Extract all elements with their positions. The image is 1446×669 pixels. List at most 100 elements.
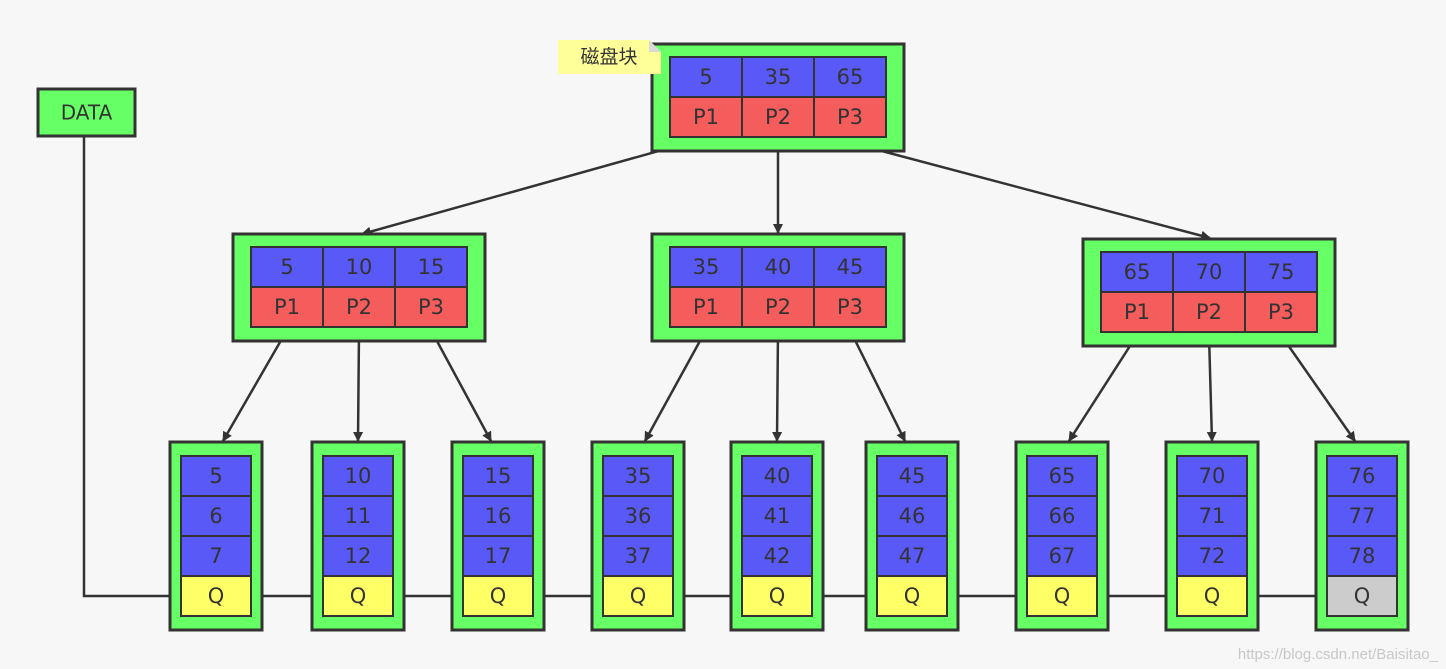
leaf-node-4-key-cell	[602, 535, 674, 577]
leaf-node-7-pointer: Q	[1054, 584, 1071, 608]
edge-internal-3-p3	[1279, 334, 1357, 442]
internal-node-2-pointer: P2	[765, 295, 791, 319]
leaf-node-7-pointer-cell	[1026, 575, 1098, 617]
leaf-node-2-key: 10	[345, 464, 372, 488]
leaf-node-8-pointer-cell	[1176, 575, 1248, 617]
data-box-frame	[36, 87, 137, 138]
leaf-node-1-pointer: Q	[208, 584, 225, 608]
leaf-node-1-key: 7	[209, 544, 222, 568]
edge-internal-2-p3	[848, 329, 907, 442]
internal-node-2-key: 40	[765, 255, 792, 279]
leaf-node-2-key: 12	[345, 544, 372, 568]
leaf-node-4-pointer-cell	[602, 575, 674, 617]
internal-node-3-pointer-cell	[1244, 291, 1318, 333]
internal-node-1-key-cell	[394, 246, 468, 288]
root-node-pointer-cell	[813, 96, 887, 138]
internal-node-3-pointer-cell	[1172, 291, 1246, 333]
leaf-node-1-pointer-cell	[180, 575, 252, 617]
leaf-node-8-key-cell	[1176, 495, 1248, 537]
internal-node-1-key: 5	[280, 255, 293, 279]
root-node-pointer: P2	[765, 105, 791, 129]
leaf-node-4-pointer: Q	[630, 584, 647, 608]
internal-node-3-pointer: P3	[1268, 300, 1294, 324]
leaf-node-6-key: 46	[899, 504, 926, 528]
leaf-node-1-key-cell	[180, 535, 252, 577]
edge-internal-3-p2	[1206, 334, 1217, 442]
leaf-node-3-pointer: Q	[490, 584, 507, 608]
internal-node-3-pointer: P1	[1124, 300, 1150, 324]
leaf-node-7-key: 67	[1049, 544, 1076, 568]
internal-node-2-key: 35	[693, 255, 720, 279]
leaf-node-5-key: 42	[764, 544, 791, 568]
leaf-node-6-pointer: Q	[904, 584, 921, 608]
edge-internal-1-p2	[353, 329, 364, 442]
leaf-node-1-key-cell	[180, 455, 252, 497]
internal-node-1-pointer: P1	[274, 295, 300, 319]
internal-node-3-pointer: P2	[1196, 300, 1222, 324]
internal-node-1-key: 15	[418, 255, 445, 279]
edge-internal-3-p1	[1067, 334, 1139, 442]
leaf-node-8-key-cell	[1176, 455, 1248, 497]
leaf-node-9-key: 78	[1349, 544, 1376, 568]
leaf-node-4-key-cell	[602, 495, 674, 537]
note-label: 磁盘块	[580, 46, 637, 68]
root-node-key: 5	[699, 65, 712, 89]
leaf-node-7-key-cell	[1026, 495, 1098, 537]
leaf-node-2-pointer-cell	[322, 575, 394, 617]
leaf-node-3-pointer-cell	[462, 575, 534, 617]
internal-node-1-key: 10	[346, 255, 373, 279]
root-node-pointer: P3	[837, 105, 863, 129]
leaf-node-7-key: 66	[1049, 504, 1076, 528]
internal-node-2-pointer-cell	[813, 286, 887, 328]
internal-node-1-pointer: P3	[418, 295, 444, 319]
leaf-node-1-key: 5	[209, 464, 222, 488]
leaf-node-9-pointer-cell	[1326, 575, 1398, 617]
internal-node-2-key-cell	[741, 246, 815, 288]
edge-internal-1-p1	[221, 329, 289, 442]
note-fold	[649, 40, 661, 52]
leaf-node-9-key: 76	[1349, 464, 1376, 488]
data-box: DATA	[36, 87, 137, 138]
leaf-node-3-key: 17	[485, 544, 512, 568]
leaf-node-5-pointer-cell	[741, 575, 813, 617]
leaf-node-4-key: 36	[625, 504, 652, 528]
edge-internal-2-p1	[643, 329, 708, 442]
root-node-pointer: P1	[693, 105, 719, 129]
edge-data-to-leaf	[82, 136, 182, 601]
edge-root-p1	[361, 138, 699, 237]
leaf-node-5-key-cell	[741, 495, 813, 537]
internal-node-2-pointer: P3	[837, 295, 863, 319]
internal-node-3-key: 65	[1124, 260, 1151, 284]
leaf-node-7-key: 65	[1049, 464, 1076, 488]
internal-node-1-pointer-cell	[322, 286, 396, 328]
data-box-label: DATA	[61, 101, 113, 125]
edge-internal-2-p2	[772, 329, 783, 442]
leaf-node-9-key: 77	[1349, 504, 1376, 528]
internal-node-3-key: 75	[1268, 260, 1295, 284]
internal-node-1-pointer-cell	[394, 286, 468, 328]
root-node-pointer-cell	[741, 96, 815, 138]
root-node-pointer-cell	[669, 96, 743, 138]
leaf-node-6-key: 47	[899, 544, 926, 568]
leaf-node-8-key: 70	[1199, 464, 1226, 488]
leaf-node-4-key-cell	[602, 455, 674, 497]
watermark: https://blog.csdn.net/Baisitao_	[1237, 646, 1438, 663]
leaf-node-8-key-cell	[1176, 535, 1248, 577]
root-node-key: 35	[765, 65, 792, 89]
leaf-node-2-key: 11	[345, 504, 372, 528]
root-node-key: 65	[837, 65, 864, 89]
leaf-node-1: 5 6 7Q	[168, 440, 264, 632]
leaf-node-4-key: 37	[625, 544, 652, 568]
internal-node-2-key: 45	[837, 255, 864, 279]
leaf-node-1-key: 6	[209, 504, 222, 528]
